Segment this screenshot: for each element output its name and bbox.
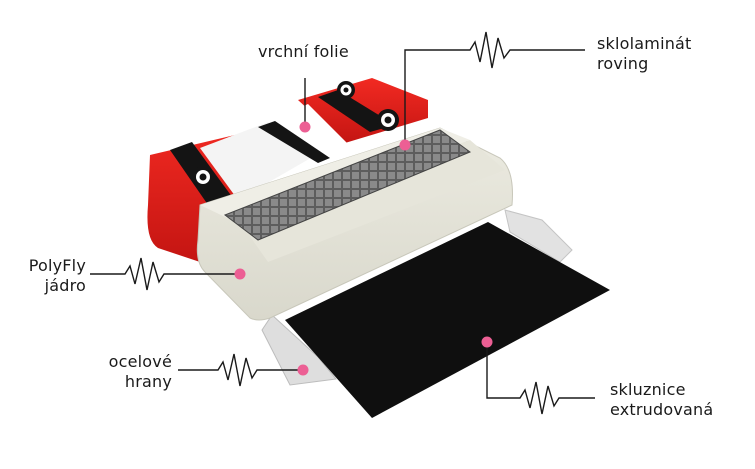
marker-edges — [297, 364, 309, 376]
label-base: skluznice extrudovaná — [610, 380, 713, 420]
core-side-face — [242, 140, 505, 262]
leader-base — [486, 342, 595, 415]
base-layer — [285, 222, 610, 418]
topsheet-stripe-3 — [318, 90, 395, 132]
topsheet-eye-3 — [377, 109, 399, 131]
leader-fiberglass — [404, 31, 585, 145]
topsheet-stripe-2 — [258, 121, 330, 163]
label-edges-line1: ocelové — [108, 352, 172, 371]
label-base-line1: skluznice — [610, 380, 686, 399]
label-core-line1: PolyFly — [28, 256, 86, 275]
steel-edge-front — [261, 314, 337, 386]
topsheet-white-2 — [268, 104, 352, 160]
label-core: PolyFly jádro — [14, 256, 86, 296]
marker-core — [234, 268, 246, 280]
leader-lines — [90, 31, 595, 415]
label-edges-line2: hrany — [124, 372, 172, 391]
steel-edge-back — [504, 209, 573, 263]
label-fiberglass-line1: sklolaminát — [597, 34, 692, 53]
label-fiberglass: sklolaminát roving — [597, 34, 692, 74]
label-top-foil-text: vrchní folie — [258, 42, 349, 61]
leader-core — [90, 257, 240, 291]
label-top-foil: vrchní folie — [258, 42, 349, 62]
topsheet-eye-2 — [337, 81, 355, 99]
topsheet-eye-1 — [192, 166, 214, 188]
leader-edges — [178, 353, 303, 387]
label-fiberglass-line2: roving — [597, 54, 649, 73]
marker-base — [481, 336, 493, 348]
fiberglass-mesh — [223, 129, 472, 241]
label-base-line2: extrudovaná — [610, 400, 714, 419]
marker-top-foil — [299, 121, 311, 133]
label-edges: ocelové hrany — [88, 352, 172, 392]
label-core-line2: jádro — [44, 276, 86, 295]
marker-fiberglass — [399, 139, 411, 151]
